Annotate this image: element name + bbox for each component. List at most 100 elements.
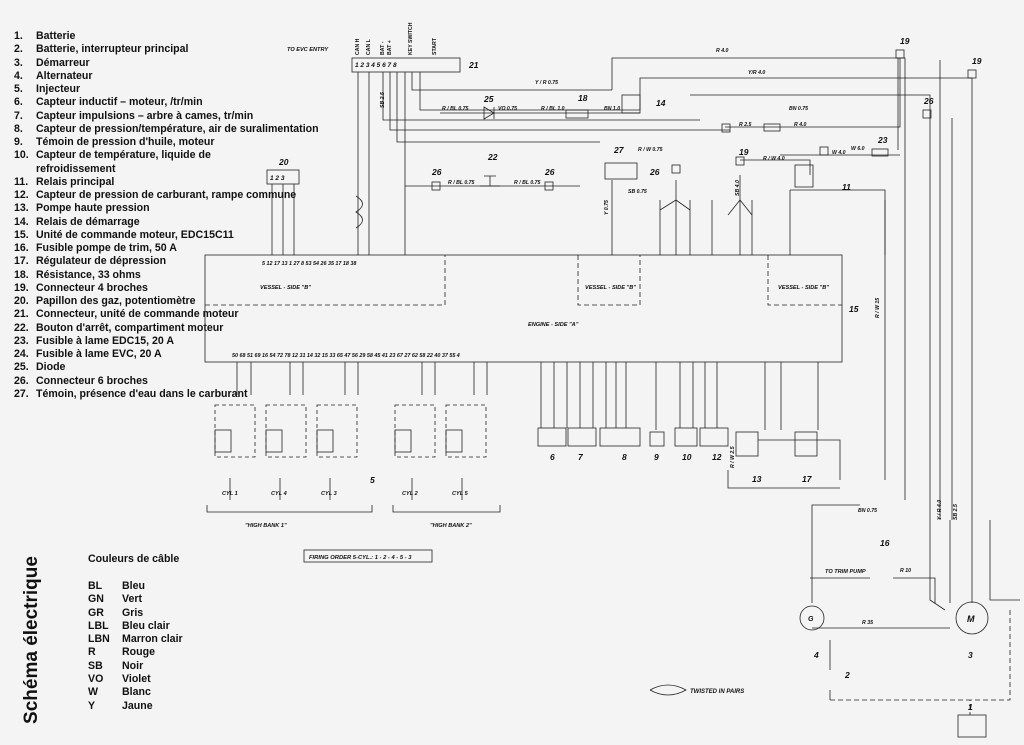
twisted-pair-legend-symbol <box>649 684 687 696</box>
connector-19-relay <box>735 156 745 166</box>
legend-item-number: 22. <box>14 321 29 334</box>
legend-item-text: Fusible à lame EVC, 20 A <box>36 348 162 360</box>
injector-coil-5 <box>445 429 463 453</box>
sensor-wires <box>540 362 819 430</box>
connector-26-top <box>671 164 681 174</box>
connector-19-fuse <box>819 146 829 156</box>
legend-item: 25.Diode <box>14 361 344 374</box>
legend-item-number: 26. <box>14 374 29 387</box>
wire-label: Y/R 4.0 <box>748 70 765 76</box>
legend-item-number: 14. <box>14 215 29 228</box>
fuse-line <box>725 58 901 128</box>
legend-item-text: Témoin de pression d'huile, moteur <box>36 136 215 148</box>
component-number: 23 <box>877 135 888 145</box>
legend-item: 15.Unité de commande moteur, EDC15C11 <box>14 229 344 242</box>
twisted-pair-symbol <box>355 195 363 229</box>
cable-color-name: Rouge <box>122 646 155 659</box>
cable-color-code: W <box>88 686 98 699</box>
component-number: 2 <box>844 670 850 680</box>
battery-1-box <box>957 714 987 738</box>
component-number: 7 <box>578 452 584 462</box>
cable-color-code: LBL <box>88 619 109 632</box>
wire-label: BN 1.0 <box>604 106 620 112</box>
relay-11-box <box>794 164 814 188</box>
sensor-10-box <box>674 427 698 447</box>
wire-label: R / W 4.0 <box>763 156 785 162</box>
legend-item-number: 25. <box>14 361 29 374</box>
ecu-vessel-right-area <box>767 255 842 306</box>
pump-wires <box>727 439 841 489</box>
legend-item: 27.Témoin, présence d'eau dans le carbur… <box>14 388 344 401</box>
resistor-18-symbol <box>565 109 589 119</box>
component-number: 15 <box>849 304 859 314</box>
right-supply-wire-b <box>939 60 953 520</box>
legend-item-number: 21. <box>14 308 29 321</box>
wire-label: R 10 <box>900 568 911 574</box>
can-wires <box>357 72 370 255</box>
cable-color-code: LBN <box>88 633 110 646</box>
cable-color-name: Bleu clair <box>122 619 170 632</box>
cable-colors-title: Couleurs de câble <box>88 553 180 565</box>
legend-item-number: 27. <box>14 387 29 400</box>
ecu-vessel-left-area <box>205 255 446 306</box>
wire-label: R / BL 0.75 <box>442 106 469 112</box>
legend-item-text: Capteur de pression/température, air de … <box>36 122 319 135</box>
connector-21 <box>351 57 461 73</box>
component-number: 11 <box>842 182 851 192</box>
connector-21-pin-label: START <box>432 37 438 55</box>
legend-item-number: 9. <box>14 136 23 148</box>
connector-20-pins: 1 2 3 <box>270 175 285 182</box>
legend-item: 24.Fusible à lame EVC, 20 A <box>14 348 344 361</box>
cable-color-name: Noir <box>122 659 144 672</box>
connector-21-pin-label: CAN H <box>355 38 361 55</box>
injector-frame-cyl3 <box>316 404 358 458</box>
relay-feed-splice <box>727 175 753 216</box>
legend-item-number: 18. <box>14 268 29 281</box>
component-number: 4 <box>813 650 819 660</box>
wire-label: BN 0.75 <box>858 508 877 514</box>
indicator-27-box <box>604 162 638 180</box>
legend-item: 10.Capteur de température, liquide de <box>14 149 344 162</box>
component-number: 19 <box>972 56 982 66</box>
cable-color-name: Marron clair <box>122 633 183 646</box>
legend-item-number: 23. <box>14 334 29 347</box>
legend-item-text: Relais principal <box>36 175 115 188</box>
wire-label: W 4.0 <box>832 150 846 156</box>
right-supply-wire-c <box>690 94 931 520</box>
bank1-label: "HIGH BANK 1" <box>245 523 287 529</box>
sensor-12-box <box>699 427 729 447</box>
component-number: 26 <box>649 167 660 177</box>
cable-color-code: GR <box>88 606 104 619</box>
legend-item-number: 11. <box>14 175 29 188</box>
wire-label: R 4.0 <box>716 48 729 54</box>
legend-item-text: Connecteur 4 broches <box>36 281 148 294</box>
sensor-8-box <box>599 427 641 447</box>
evc-entry-label: TO EVC ENTRY <box>287 47 329 53</box>
legend-item-text: Connecteur, unité de commande moteur <box>36 308 239 321</box>
legend-item: 22. Bouton d'arrêt, compartiment moteur <box>14 322 344 335</box>
legend-item-number: 8. <box>14 122 23 135</box>
legend-item: 1.Batterie <box>14 30 344 43</box>
starter-feed <box>929 520 946 611</box>
ecu-bottom-pins: 50 68 51 69 16 54 72 78 12 31 14 32 15 3… <box>232 353 460 359</box>
wire-label: R / W 2.5 <box>730 446 736 468</box>
connector-26-mid <box>544 181 554 191</box>
legend-item: 11. Relais principal <box>14 176 344 189</box>
component-number: 18 <box>578 93 588 103</box>
legend-item-text: Bouton d'arrêt, compartiment moteur <box>36 321 224 334</box>
wire-label: Y / R 4.0 <box>937 500 943 520</box>
legend-item-text: Papillon des gaz, potentiomètre <box>36 295 196 307</box>
legend-item-text: Batterie, interrupteur principal <box>36 43 189 56</box>
wire-label: R / BL 0.75 <box>448 180 475 186</box>
legend-item: 16.Fusible pompe de trim, 50 A <box>14 242 344 255</box>
stop-button-22-symbol <box>480 175 500 187</box>
bank2-label: "HIGH BANK 2" <box>430 523 472 529</box>
starter-3-symbol <box>955 601 989 635</box>
injector-frame-cyl5 <box>445 404 487 458</box>
